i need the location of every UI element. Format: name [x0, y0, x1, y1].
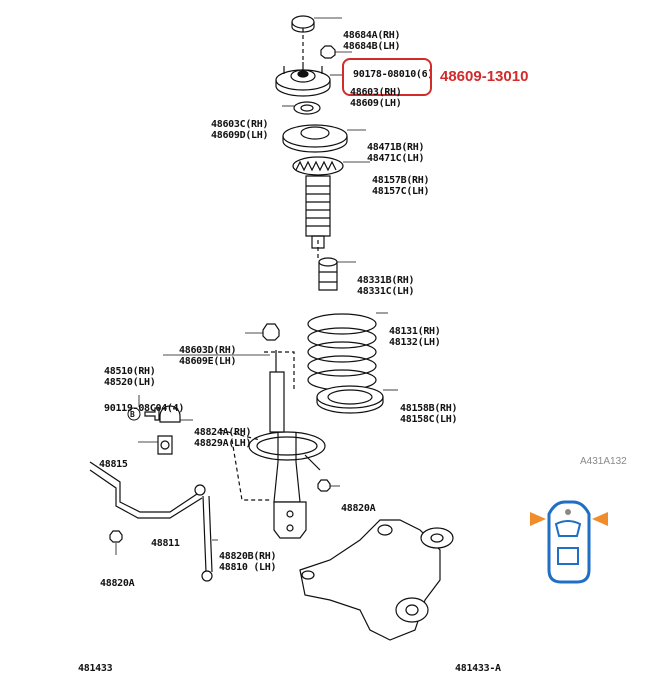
parts-diagram: 48684A(RH)48684B(LH) 90178-08010(6) 4860… [78, 15, 627, 674]
steering-knuckle [299, 519, 454, 641]
highlight-box [342, 58, 432, 96]
label-48131: 48131(RH)48132(LH) [389, 326, 441, 348]
label-48815: 48815 [99, 459, 128, 470]
shock-absorber [248, 350, 326, 539]
label-48510: 48510(RH)48520(LH) [104, 366, 156, 388]
upper-spring-seat [282, 124, 348, 153]
stabilizer-bushing [157, 435, 173, 455]
label-48603d: 48603D(RH)48609E(LH) [179, 345, 237, 367]
label-48603-top: 48603(RH)48609(LH) [350, 87, 402, 109]
label-90178: 90178-08010(6) [353, 69, 434, 80]
bump-stopper [318, 257, 338, 291]
label-48820b: 48820B(RH)48810 (LH) [219, 551, 277, 573]
mount-bearing [293, 101, 321, 115]
stabilizer-bracket [159, 405, 181, 423]
label-481433-right: 481433-A [455, 663, 501, 674]
link-nut-right [317, 479, 331, 492]
assembly-guides [219, 28, 319, 501]
car-top-view-icon [547, 500, 591, 584]
label-48158: 48158B(RH)48158C(LH) [400, 403, 458, 425]
label-481433-left: 481433 [78, 663, 113, 674]
figure-code: A431A132 [580, 456, 627, 467]
stabilizer-link [194, 484, 213, 582]
strut-exploded-drawing [89, 15, 608, 641]
label-48820a-left: 48820A [100, 578, 135, 589]
label-90119: 90119-08C04(4) [104, 403, 185, 414]
leader-lines [115, 17, 398, 555]
link-nut-left [109, 530, 123, 543]
label-48811: 48811 [151, 538, 180, 549]
label-48820a-right: 48820A [341, 503, 376, 514]
stabilizer-bar [89, 461, 203, 519]
front-wheel-indicator-icon [530, 512, 608, 526]
rod-nut [262, 323, 280, 341]
label-48471: 48471B(RH)48471C(LH) [367, 142, 425, 164]
label-48603c: 48603C(RH)48609D(LH) [211, 119, 269, 141]
highlight-part-number: 48609-13010 [440, 68, 529, 85]
circle-b-label: B [130, 410, 135, 419]
label-48331: 48331B(RH)48331C(LH) [357, 275, 415, 297]
bracket-bolt [144, 407, 160, 421]
label-48824: 48824A(RH)48829A(LH) [194, 427, 252, 449]
dust-boot [292, 156, 344, 249]
lower-spring-insulator [316, 385, 384, 414]
coil-spring [307, 313, 377, 391]
circle-b-marker [127, 407, 141, 421]
mount-nut [320, 45, 336, 59]
label-48157: 48157B(RH)48157C(LH) [372, 175, 430, 197]
dust-cap [291, 15, 315, 33]
label-48684: 48684A(RH)48684B(LH) [343, 30, 401, 52]
strut-mount [275, 62, 331, 97]
